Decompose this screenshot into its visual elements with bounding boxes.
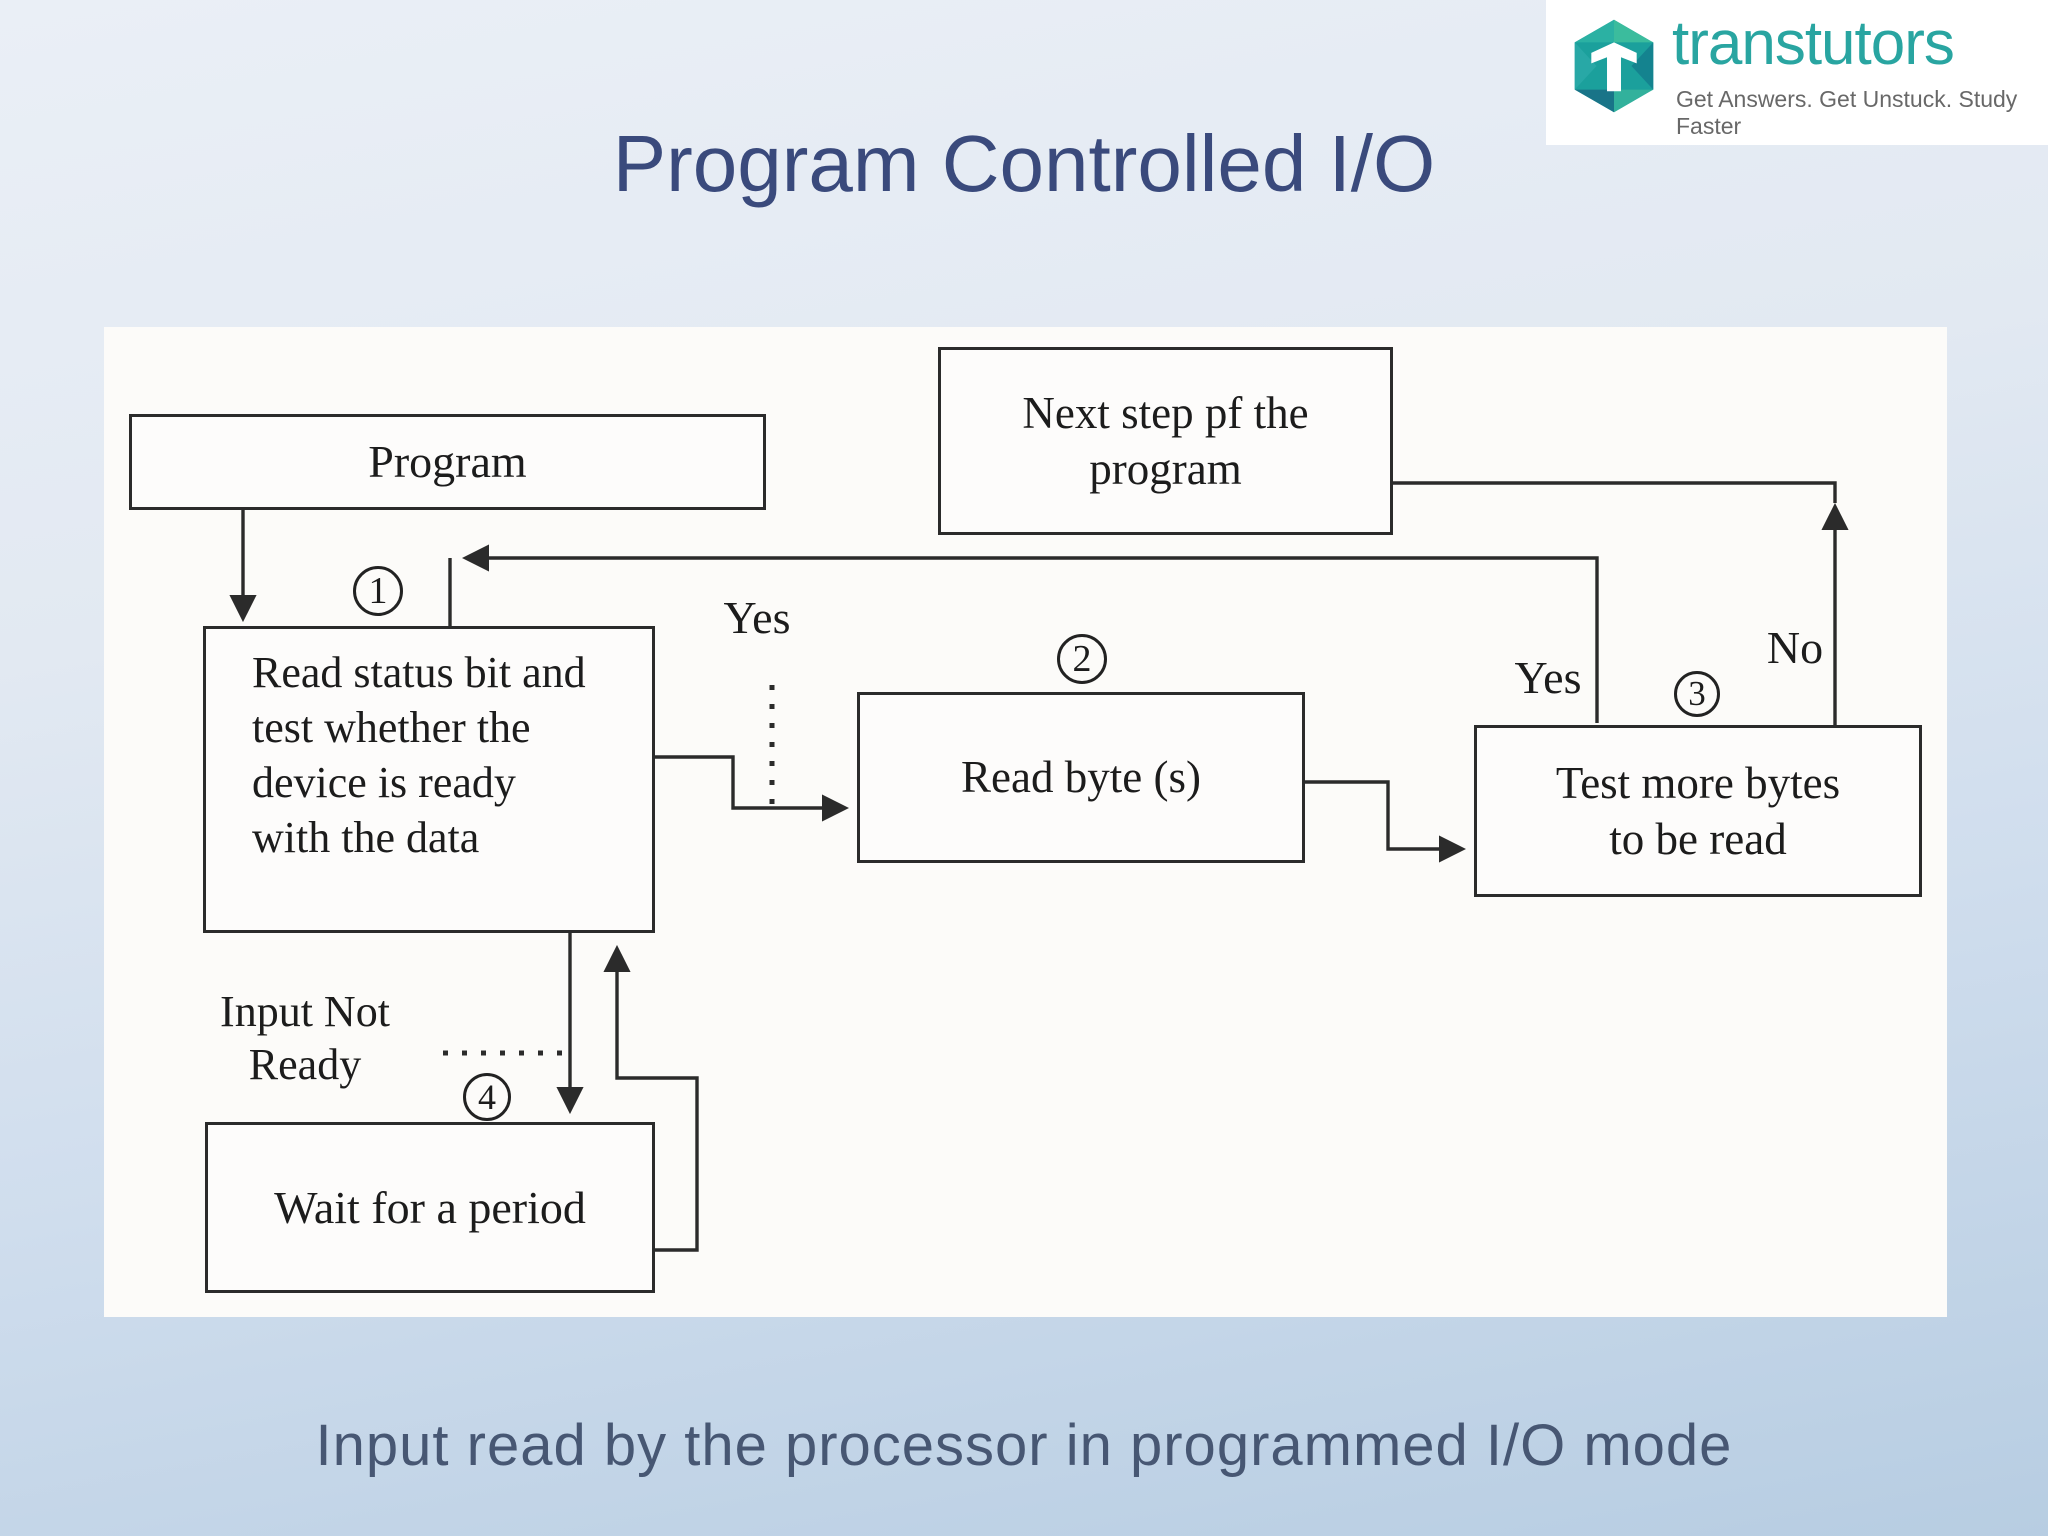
edge-label-yes-right: Yes <box>1514 652 1582 703</box>
flow-box-next-step: Next step pf the program <box>938 347 1393 535</box>
step-marker-3: 3 <box>1674 671 1720 717</box>
transtutors-hexagon-icon <box>1574 19 1654 113</box>
next-step-line2: program <box>1089 444 1242 494</box>
edge-label-no: No <box>1766 622 1824 673</box>
edge-label-input-not-ready: Input Not Ready <box>220 987 390 1089</box>
flow-box-test-more: Test more bytes to be read <box>1474 725 1922 897</box>
hexagon-facet <box>1574 19 1614 43</box>
step-marker-4: 4 <box>463 1073 511 1121</box>
flow-box-read-byte-label: Read byte (s) <box>961 752 1201 803</box>
flow-box-wait-label: Wait for a period <box>274 1181 586 1233</box>
page-title: Program Controlled I/O <box>612 119 1436 208</box>
hexagon-facet <box>1574 89 1614 113</box>
flow-box-next-step-label: Next step pf the program <box>1022 385 1308 498</box>
flow-box-test-more-label: Test more bytes to be read <box>1556 755 1840 868</box>
flow-box-read-status: Read status bit and test whether the dev… <box>203 626 655 933</box>
hexagon-facet <box>1614 89 1654 113</box>
flow-box-wait: Wait for a period <box>205 1122 655 1293</box>
hexagon-facet <box>1631 42 1654 90</box>
next-step-line1: Next step pf the <box>1022 387 1309 438</box>
brand-name: transtutors <box>1672 9 1955 78</box>
flow-box-program: Program <box>129 414 766 510</box>
flow-box-program-label: Program <box>368 436 527 488</box>
logo-panel: transtutors Get Answers. Get Unstuck. St… <box>1546 0 2048 145</box>
logo-t-arrow <box>1591 42 1637 92</box>
edge-label-yes-left: Yes <box>723 592 791 643</box>
hexagon-facet <box>1614 19 1654 43</box>
test-more-line1: Test more bytes <box>1555 757 1841 808</box>
flow-box-read-status-label: Read status bit and test whether the dev… <box>252 648 586 862</box>
hexagon-facet <box>1574 42 1597 90</box>
slide-caption: Input read by the processor in programme… <box>315 1413 1733 1478</box>
step-marker-1: 1 <box>353 566 403 616</box>
brand-tagline: Get Answers. Get Unstuck. Study Faster <box>1676 86 2018 139</box>
step-marker-2: 2 <box>1057 634 1107 684</box>
test-more-line2: to be read <box>1609 814 1787 864</box>
flow-box-read-byte: Read byte (s) <box>857 692 1305 863</box>
